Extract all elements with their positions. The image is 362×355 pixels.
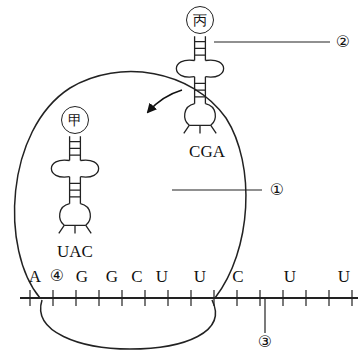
base: G <box>106 268 118 285</box>
base: U <box>284 268 296 285</box>
base: C <box>131 268 142 285</box>
base: G <box>76 268 88 285</box>
base: C <box>232 268 243 285</box>
trna-head-circle: 丙 <box>186 6 214 34</box>
base: U <box>194 268 206 285</box>
anticodon: UAC <box>57 243 93 260</box>
base: A <box>29 268 41 285</box>
base: U <box>338 268 350 285</box>
callout-number: ① <box>269 182 285 198</box>
callout-number: ③ <box>257 334 273 350</box>
base: U <box>156 268 168 285</box>
anticodon: CGA <box>189 143 225 160</box>
trna-name: 丙 <box>193 13 207 27</box>
trna-name: 甲 <box>68 113 82 127</box>
callout-number: ② <box>335 34 351 50</box>
trna-head-circle: 甲 <box>61 106 89 134</box>
callout-number: ④ <box>49 268 65 284</box>
